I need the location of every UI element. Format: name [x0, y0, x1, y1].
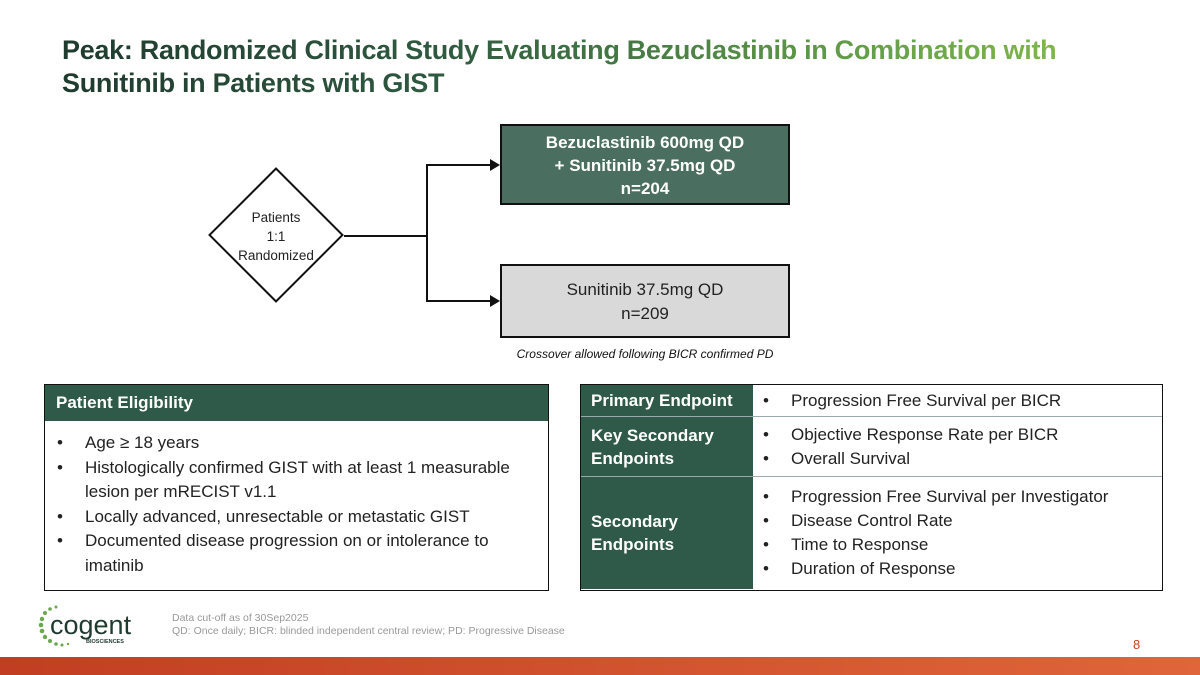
- svg-text:BIOSCIENCES: BIOSCIENCES: [86, 639, 124, 645]
- endpoint-item: Overall Survival: [763, 447, 1162, 471]
- arm-combination: Bezuclastinib 600mg QD + Sunitinib 37.5m…: [500, 124, 790, 205]
- eligibility-item: Locally advanced, unresectable or metast…: [57, 505, 548, 530]
- connector-line: [426, 164, 428, 302]
- rand-line: Randomized: [238, 248, 314, 263]
- arrow-head-icon: [490, 295, 500, 307]
- endpoint-row-key-secondary: Key Secondary Endpoints Objective Respon…: [581, 417, 1162, 477]
- logo-text: cogent: [50, 610, 132, 640]
- eligibility-header: Patient Eligibility: [45, 385, 548, 421]
- arrow-head-icon: [490, 159, 500, 171]
- endpoint-item: Disease Control Rate: [763, 509, 1162, 533]
- connector-line: [344, 235, 427, 237]
- eligibility-box: Patient Eligibility Age ≥ 18 years Histo…: [44, 384, 549, 591]
- endpoint-item: Progression Free Survival per Investigat…: [763, 485, 1162, 509]
- footnotes: Data cut-off as of 30Sep2025 QD: Once da…: [172, 612, 565, 638]
- endpoint-label: Secondary Endpoints: [581, 477, 753, 589]
- eligibility-item: Documented disease progression on or int…: [57, 529, 548, 578]
- arm-line: Bezuclastinib 600mg QD: [545, 133, 745, 152]
- rand-line: 1:1: [266, 229, 286, 244]
- footnote-cutoff: Data cut-off as of 30Sep2025: [172, 612, 309, 624]
- endpoint-item: Duration of Response: [763, 557, 1162, 581]
- endpoint-label: Key Secondary Endpoints: [581, 417, 753, 476]
- endpoint-item: Time to Response: [763, 533, 1162, 557]
- arm-line: n=204: [620, 179, 670, 198]
- randomization-label: Patients 1:1 Randomized: [216, 208, 336, 265]
- endpoint-label: Primary Endpoint: [581, 385, 753, 416]
- connector-line: [426, 164, 490, 166]
- crossover-note: Crossover allowed following BICR confirm…: [516, 347, 774, 361]
- footnote-abbrev: QD: Once daily; BICR: blinded independen…: [172, 625, 565, 637]
- endpoint-item: Objective Response Rate per BICR: [763, 423, 1162, 447]
- eligibility-item: Age ≥ 18 years: [57, 431, 548, 456]
- cogent-logo: cogent BIOSCIENCES: [38, 605, 132, 647]
- endpoint-row-primary: Primary Endpoint Progression Free Surviv…: [581, 385, 1162, 417]
- rand-line: Patients: [251, 210, 301, 225]
- arm-line: + Sunitinib 37.5mg QD: [554, 156, 736, 175]
- arm-line: Sunitinib 37.5mg QD: [566, 280, 724, 299]
- endpoints-table: Primary Endpoint Progression Free Surviv…: [580, 384, 1163, 591]
- endpoint-row-secondary: Secondary Endpoints Progression Free Sur…: [581, 477, 1162, 589]
- endpoint-item: Progression Free Survival per BICR: [763, 389, 1162, 413]
- eligibility-item: Histologically confirmed GIST with at le…: [57, 456, 548, 505]
- arm-sunitinib: Sunitinib 37.5mg QD n=209: [500, 264, 790, 338]
- page-number: 8: [1133, 637, 1141, 652]
- footer-bar: [0, 657, 1200, 675]
- arm-line: n=209: [621, 304, 669, 323]
- connector-line: [426, 300, 490, 302]
- page-title: Peak: Randomized Clinical Study Evaluati…: [62, 34, 1162, 100]
